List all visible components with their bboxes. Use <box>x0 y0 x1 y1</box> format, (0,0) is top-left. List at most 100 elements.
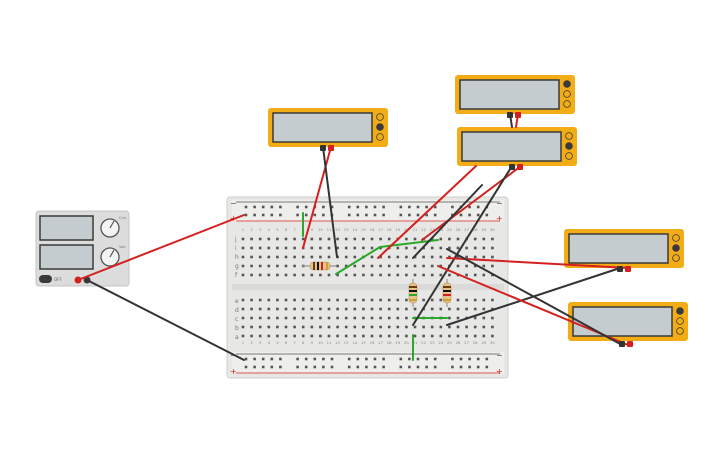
breadboard-hole[interactable] <box>319 316 322 320</box>
breadboard-hole[interactable] <box>476 357 480 361</box>
breadboard-hole[interactable] <box>284 298 288 302</box>
breadboard-hole[interactable] <box>465 273 468 277</box>
breadboard-hole[interactable] <box>327 298 331 302</box>
breadboard-hole[interactable] <box>491 325 494 329</box>
breadboard-hole[interactable] <box>267 325 271 329</box>
breadboard-hole[interactable] <box>301 273 305 277</box>
breadboard-hole[interactable] <box>353 298 357 302</box>
breadboard-hole[interactable] <box>276 273 279 277</box>
breadboard-hole[interactable] <box>439 237 443 241</box>
breadboard-hole[interactable] <box>301 298 305 302</box>
multimeter-3[interactable] <box>457 127 577 166</box>
breadboard-hole[interactable] <box>344 255 348 259</box>
breadboard-hole[interactable] <box>405 255 408 259</box>
breadboard-hole[interactable] <box>365 213 368 217</box>
breadboard[interactable]: 1122334455667788991010111112121313141415… <box>226 196 509 379</box>
breadboard-hole[interactable] <box>276 246 279 250</box>
breadboard-hole[interactable] <box>370 246 374 250</box>
breadboard-hole[interactable] <box>465 246 468 250</box>
wire-meter1-red[interactable] <box>302 146 332 249</box>
breadboard-hole[interactable] <box>244 357 248 361</box>
terminal-com[interactable] <box>672 254 680 262</box>
breadboard-hole[interactable] <box>244 365 248 369</box>
breadboard-hole[interactable] <box>473 237 477 241</box>
power-switch[interactable] <box>39 275 52 283</box>
breadboard-hole[interactable] <box>330 357 334 361</box>
breadboard-hole[interactable] <box>473 307 477 311</box>
breadboard-hole[interactable] <box>413 237 417 241</box>
breadboard-hole[interactable] <box>344 246 348 250</box>
breadboard-hole[interactable] <box>241 298 245 302</box>
breadboard-hole[interactable] <box>356 365 360 369</box>
breadboard-hole[interactable] <box>276 325 279 329</box>
breadboard-hole[interactable] <box>465 264 468 268</box>
breadboard-hole[interactable] <box>459 213 463 217</box>
breadboard-hole[interactable] <box>413 325 417 329</box>
wire-meter5-black[interactable] <box>446 248 623 346</box>
breadboard-hole[interactable] <box>422 264 425 268</box>
breadboard-hole[interactable] <box>270 365 274 369</box>
breadboard-hole[interactable] <box>379 307 382 311</box>
breadboard-hole[interactable] <box>448 237 451 241</box>
breadboard-hole[interactable] <box>482 334 486 338</box>
resistor-vertical-left[interactable] <box>408 279 418 307</box>
breadboard-hole[interactable] <box>267 264 271 268</box>
breadboard-hole[interactable] <box>301 307 305 311</box>
breadboard-hole[interactable] <box>439 334 443 338</box>
breadboard-hole[interactable] <box>327 334 331 338</box>
breadboard-hole[interactable] <box>267 246 271 250</box>
breadboard-hole[interactable] <box>344 307 348 311</box>
breadboard-hole[interactable] <box>356 213 360 217</box>
breadboard-hole[interactable] <box>336 307 339 311</box>
breadboard-hole[interactable] <box>473 316 477 320</box>
breadboard-hole[interactable] <box>408 365 411 369</box>
terminal-v[interactable] <box>676 317 684 325</box>
terminal-v[interactable] <box>672 244 680 252</box>
breadboard-hole[interactable] <box>258 316 262 320</box>
terminal-a[interactable] <box>376 113 384 121</box>
breadboard-hole[interactable] <box>468 205 471 209</box>
breadboard-hole[interactable] <box>465 334 468 338</box>
breadboard-hole[interactable] <box>330 365 334 369</box>
breadboard-hole[interactable] <box>261 357 265 361</box>
breadboard-hole[interactable] <box>284 307 288 311</box>
breadboard-hole[interactable] <box>241 307 245 311</box>
breadboard-hole[interactable] <box>304 357 308 361</box>
breadboard-hole[interactable] <box>482 307 486 311</box>
breadboard-hole[interactable] <box>353 273 357 277</box>
breadboard-hole[interactable] <box>405 298 408 302</box>
voltage-knob[interactable] <box>100 247 120 267</box>
breadboard-hole[interactable] <box>353 316 357 320</box>
breadboard-hole[interactable] <box>456 316 460 320</box>
breadboard-hole[interactable] <box>433 205 437 209</box>
breadboard-hole[interactable] <box>373 205 377 209</box>
breadboard-hole[interactable] <box>491 298 494 302</box>
breadboard-hole[interactable] <box>310 246 314 250</box>
breadboard-hole[interactable] <box>370 334 374 338</box>
breadboard-hole[interactable] <box>482 264 486 268</box>
breadboard-hole[interactable] <box>296 205 299 209</box>
breadboard-hole[interactable] <box>473 255 477 259</box>
breadboard-hole[interactable] <box>250 237 253 241</box>
breadboard-hole[interactable] <box>387 298 391 302</box>
breadboard-hole[interactable] <box>241 273 245 277</box>
breadboard-hole[interactable] <box>473 298 477 302</box>
breadboard-hole[interactable] <box>473 325 477 329</box>
breadboard-hole[interactable] <box>250 255 253 259</box>
breadboard-hole[interactable] <box>473 273 477 277</box>
breadboard-hole[interactable] <box>344 273 348 277</box>
breadboard-hole[interactable] <box>241 334 245 338</box>
breadboard-hole[interactable] <box>330 205 334 209</box>
breadboard-hole[interactable] <box>279 365 282 369</box>
breadboard-hole[interactable] <box>439 255 443 259</box>
breadboard-hole[interactable] <box>258 325 262 329</box>
multimeter-5[interactable] <box>568 302 688 341</box>
breadboard-hole[interactable] <box>336 325 339 329</box>
breadboard-hole[interactable] <box>476 213 480 217</box>
breadboard-hole[interactable] <box>456 255 460 259</box>
breadboard-hole[interactable] <box>482 237 486 241</box>
breadboard-hole[interactable] <box>425 365 428 369</box>
breadboard-hole[interactable] <box>425 205 428 209</box>
breadboard-hole[interactable] <box>319 246 322 250</box>
